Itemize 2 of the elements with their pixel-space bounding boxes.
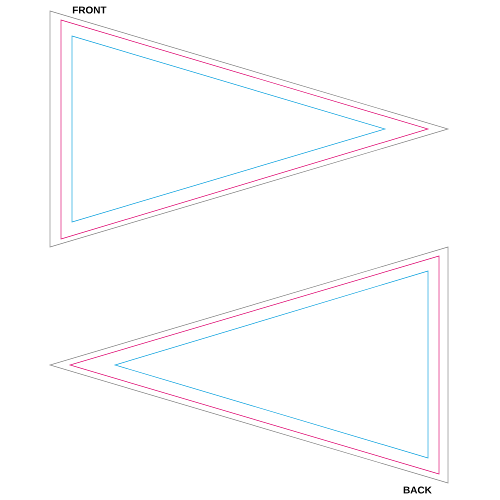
pennant-label: BACK: [404, 486, 432, 494]
pennant-label: FRONT: [72, 6, 106, 14]
